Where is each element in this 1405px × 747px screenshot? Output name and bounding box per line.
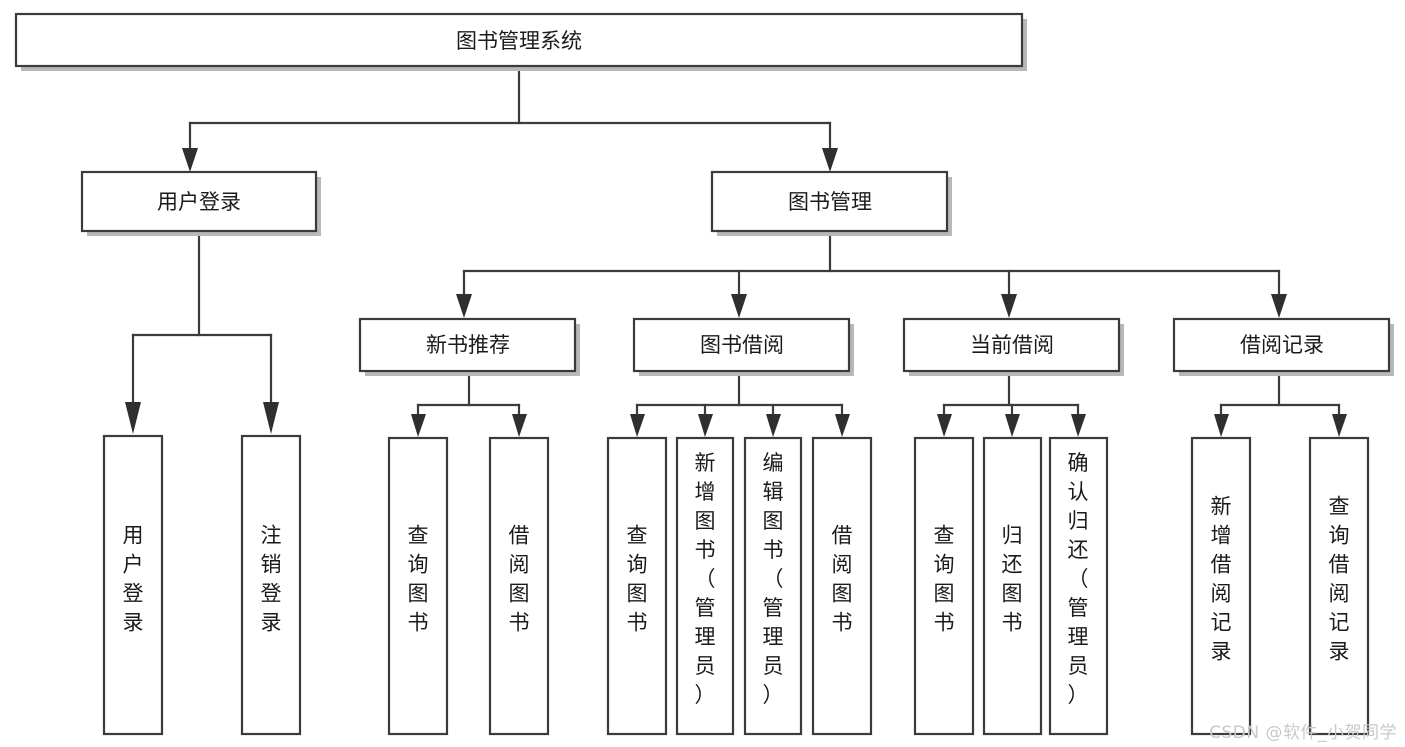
node-leaf-query-book-2-label: 查询图书 [627, 524, 648, 635]
arrow-to-leaf-query-book-1 [411, 414, 426, 437]
node-leaf-query-book-2[interactable] [606, 436, 668, 736]
node-leaf-user-login-label: 用户登录 [123, 524, 144, 635]
node-leaf-return-book[interactable] [982, 436, 1043, 736]
node-leaf-user-logout[interactable] [240, 434, 302, 736]
node-leaf-borrow-book-1[interactable] [488, 436, 550, 736]
node-leaf-add-book[interactable] [675, 436, 735, 736]
arrow-to-book-borrow [731, 294, 747, 318]
arrow-to-leaf-query-book-2 [630, 414, 645, 437]
node-book-borrow-box[interactable] [632, 317, 851, 373]
arrow-to-book-manage [822, 148, 838, 172]
node-new-book-rec-label: 新书推荐 [426, 333, 510, 357]
node-leaf-query-record-label: 查询借阅记录 [1329, 495, 1350, 664]
node-current-borrow[interactable]: 当前借阅 [902, 317, 1124, 376]
arrow-to-leaf-edit-book [766, 414, 781, 437]
node-leaf-query-record[interactable] [1308, 436, 1370, 736]
node-new-book-rec-box[interactable] [358, 317, 577, 373]
node-user-login-box[interactable] [80, 170, 318, 233]
node-leaf-confirm-return[interactable] [1048, 436, 1109, 736]
node-book-manage-box[interactable] [710, 170, 949, 233]
node-borrow-record-box[interactable] [1172, 317, 1391, 373]
arrow-to-leaf-user-logout [263, 402, 279, 434]
node-borrow-record-label: 借阅记录 [1240, 333, 1324, 357]
node-leaf-edit-book-box[interactable] [743, 436, 803, 736]
arrow-to-leaf-borrow-book-1 [512, 414, 527, 437]
node-leaf-return-book-box[interactable] [982, 436, 1043, 736]
node-current-borrow-label: 当前借阅 [970, 333, 1054, 357]
node-leaf-borrow-book-2-label: 借阅图书 [832, 524, 853, 635]
node-leaf-query-book-3-box[interactable] [913, 436, 975, 736]
node-leaf-add-record[interactable] [1190, 436, 1252, 736]
node-root-box[interactable] [14, 12, 1024, 68]
node-leaf-add-book-label: 新增图书（管理员） [695, 451, 716, 707]
node-leaf-user-logout-label: 注销登录 [261, 524, 282, 635]
node-leaf-return-book-label: 归还图书 [1002, 524, 1023, 635]
node-leaf-query-book-1-label: 查询图书 [408, 524, 429, 635]
node-book-borrow[interactable]: 图书借阅 [632, 317, 854, 376]
node-leaf-borrow-book-1-label: 借阅图书 [509, 524, 530, 635]
node-leaf-query-book-1-box[interactable] [387, 436, 449, 736]
node-book-borrow-label: 图书借阅 [700, 333, 784, 357]
arrow-to-leaf-query-record [1332, 414, 1347, 437]
arrow-to-leaf-query-book-3 [937, 414, 952, 437]
node-leaf-borrow-book-2[interactable] [811, 436, 873, 736]
arrow-to-borrow-record [1271, 294, 1287, 318]
node-leaf-confirm-return-label: 确认归还（管理员） [1068, 451, 1089, 707]
node-leaf-borrow-book-2-box[interactable] [811, 436, 873, 736]
node-leaf-user-login-box[interactable] [102, 434, 164, 736]
arrow-to-leaf-user-login [125, 402, 141, 434]
node-leaf-user-login[interactable] [102, 434, 164, 736]
arrow-to-leaf-return-book [1005, 414, 1020, 437]
leaf-label-layer: 用户登录 注销登录 查询图书 借阅图书 查询图书 新增图书（管理员） 编辑图书（… [123, 451, 1350, 707]
node-leaf-add-book-box[interactable] [675, 436, 735, 736]
node-leaf-edit-book-label: 编辑图书（管理员） [763, 451, 784, 707]
node-book-manage[interactable]: 图书管理 [710, 170, 952, 236]
node-leaf-query-record-box[interactable] [1308, 436, 1370, 736]
node-leaf-query-book-1[interactable] [387, 436, 449, 736]
node-user-login[interactable]: 用户登录 [80, 170, 321, 236]
arrow-to-current-borrow [1001, 294, 1017, 318]
node-leaf-confirm-return-box[interactable] [1048, 436, 1109, 736]
arrow-to-leaf-confirm-return [1071, 414, 1086, 437]
node-root-label: 图书管理系统 [456, 29, 582, 53]
arrow-to-user-login [182, 148, 198, 172]
arrowhead-layer [125, 148, 1347, 437]
arrow-to-new-book-rec [456, 294, 472, 318]
node-leaf-user-logout-box[interactable] [240, 434, 302, 736]
node-new-book-rec[interactable]: 新书推荐 [358, 317, 580, 376]
node-leaf-add-record-box[interactable] [1190, 436, 1252, 736]
node-current-borrow-box[interactable] [902, 317, 1121, 373]
node-borrow-record[interactable]: 借阅记录 [1172, 317, 1394, 376]
node-leaf-query-book-3-label: 查询图书 [934, 524, 955, 635]
node-leaf-query-book-3[interactable] [913, 436, 975, 736]
node-leaf-edit-book[interactable] [743, 436, 803, 736]
node-user-login-label: 用户登录 [157, 190, 241, 214]
node-leaf-borrow-book-1-box[interactable] [488, 436, 550, 736]
node-leaf-query-book-2-box[interactable] [606, 436, 668, 736]
csdn-watermark: CSDN @软件_小贺同学 [1209, 723, 1397, 743]
arrow-to-leaf-add-book [698, 414, 713, 437]
node-root[interactable]: 图书管理系统 [14, 12, 1027, 71]
node-book-manage-label: 图书管理 [788, 190, 872, 214]
arrow-to-leaf-add-record [1214, 414, 1229, 437]
node-leaf-add-record-label: 新增借阅记录 [1211, 495, 1232, 664]
arrow-to-leaf-borrow-book-2 [835, 414, 850, 437]
